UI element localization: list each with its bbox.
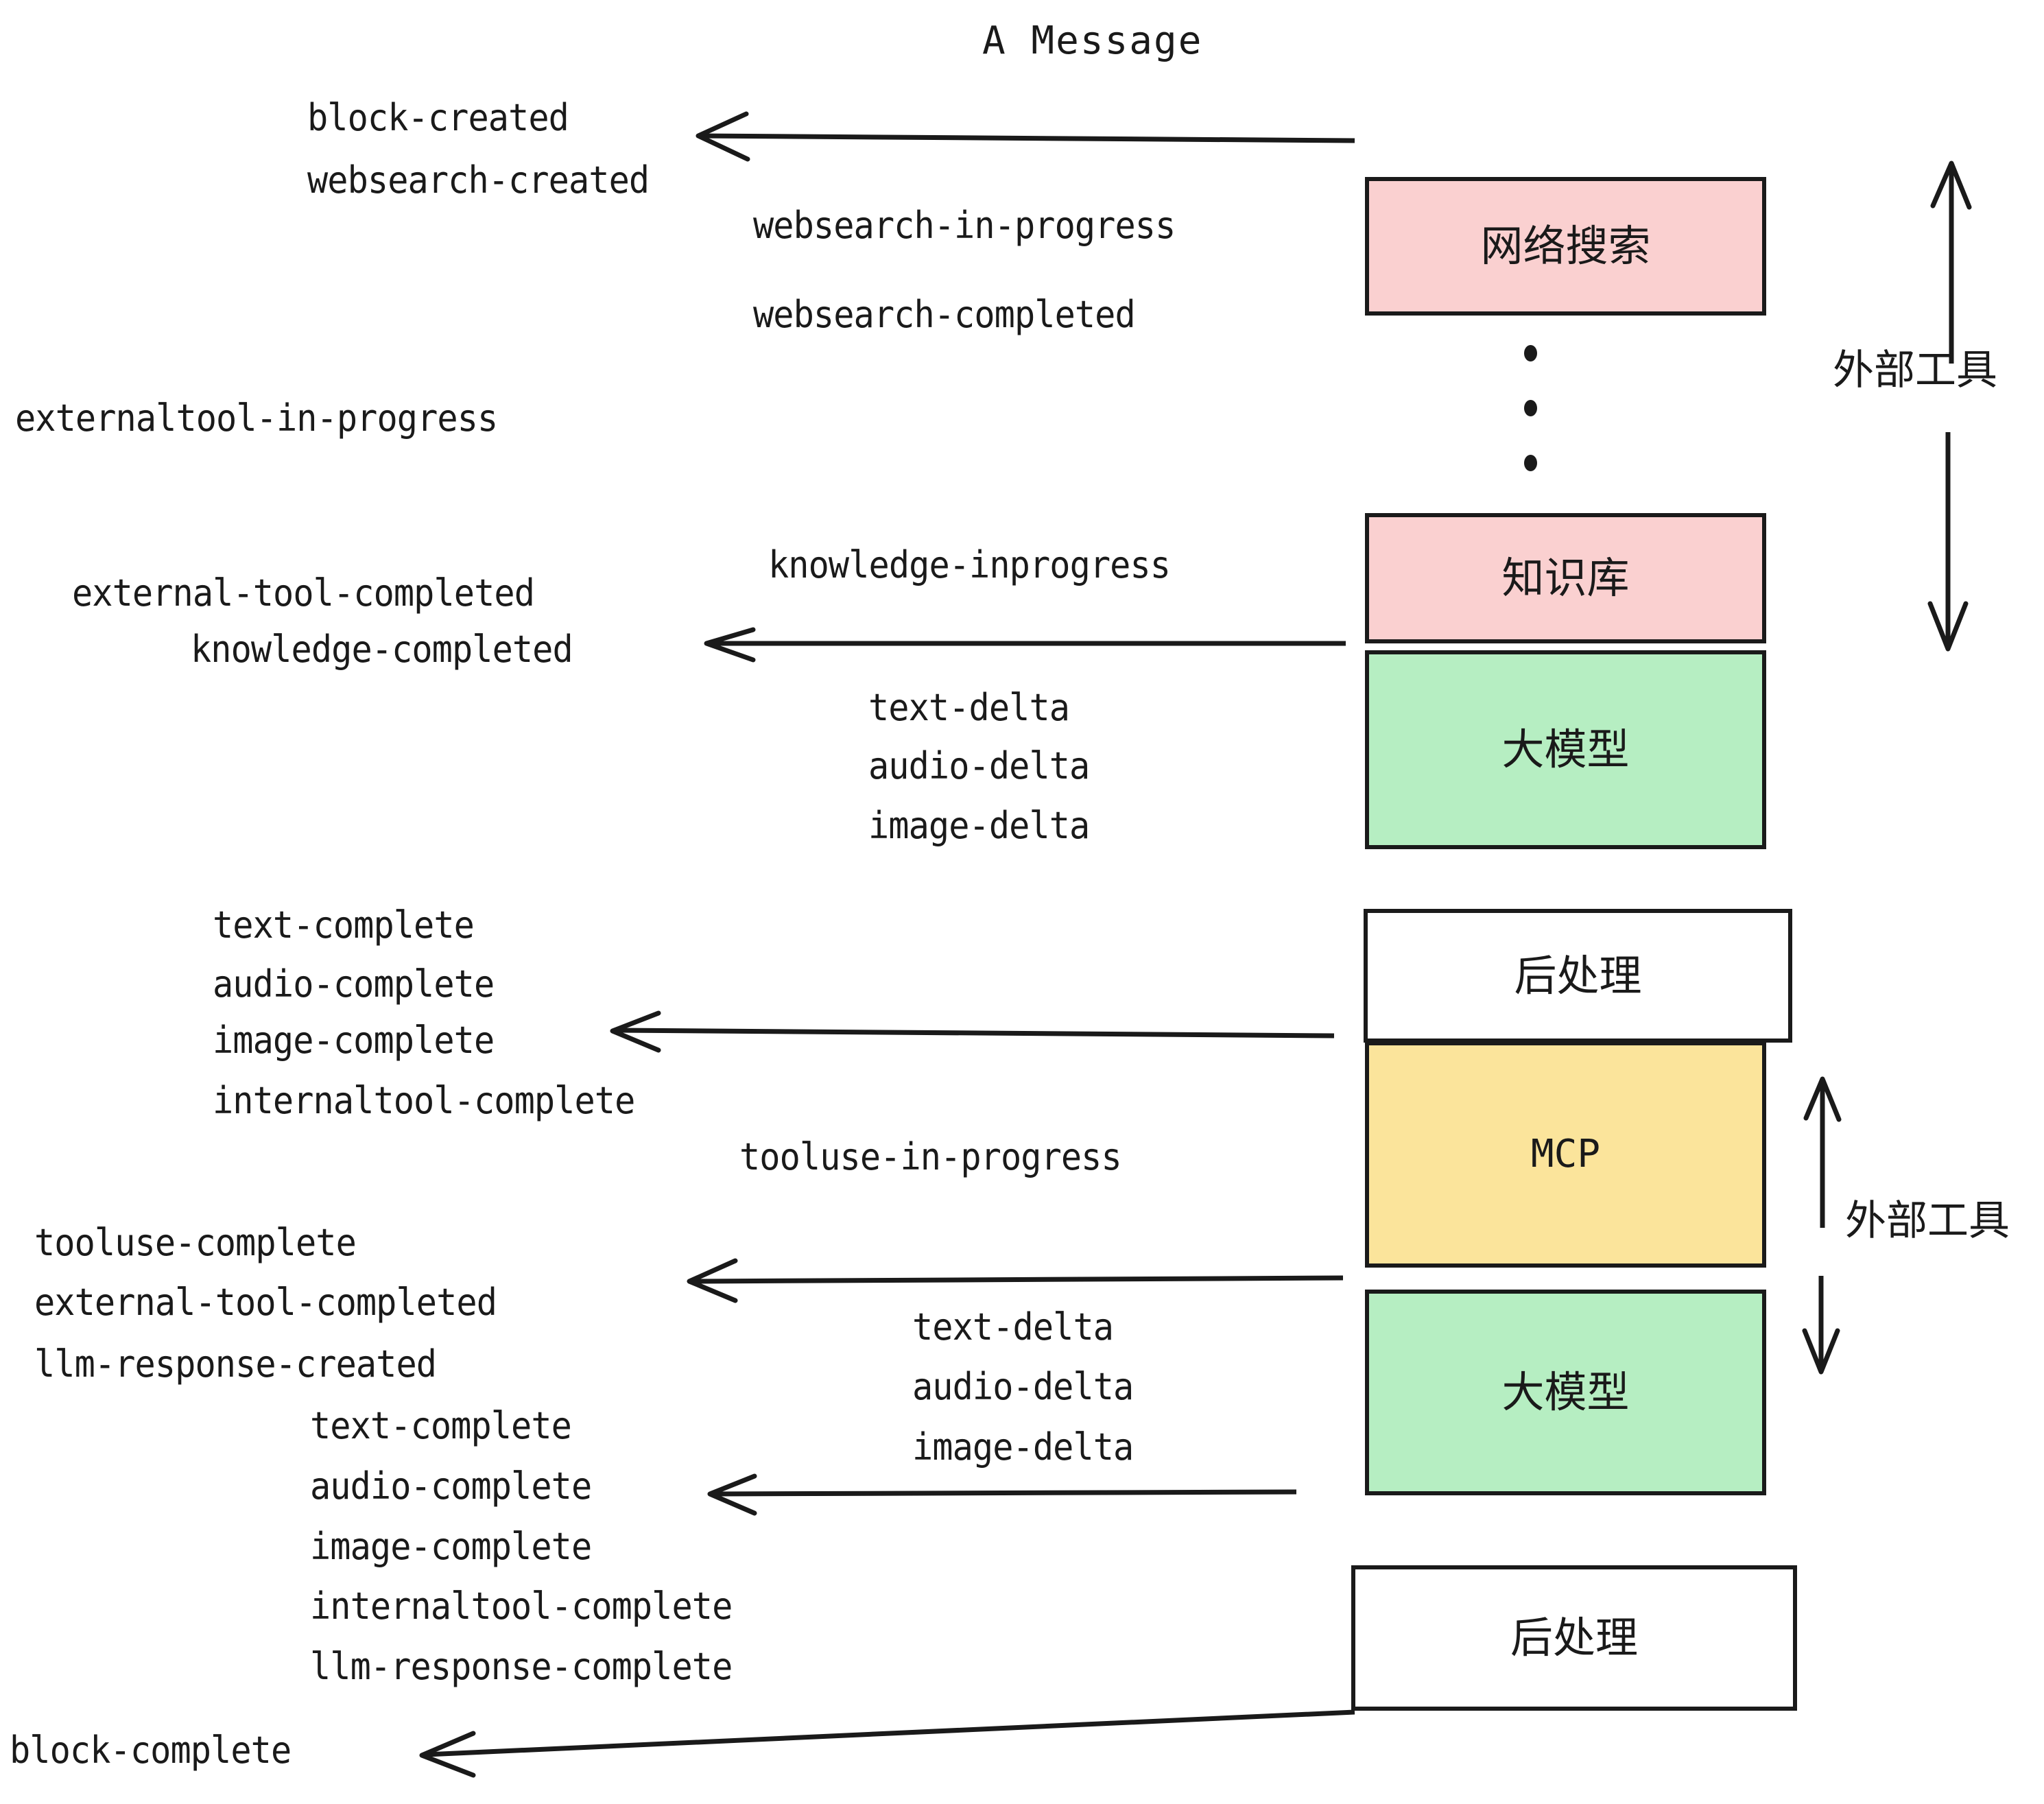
event-knowledge-inprogress: knowledge-inprogress [768, 543, 1171, 586]
box-postprocess-1[interactable]: 后处理 [1364, 909, 1792, 1043]
box-websearch-label: 网络搜索 [1480, 221, 1651, 271]
arrow-tooluse-complete [687, 1258, 1344, 1303]
event-audio-delta-1: audio-delta [868, 744, 1090, 787]
box-postprocess-2[interactable]: 后处理 [1351, 1565, 1797, 1711]
event-image-complete-1: image-complete [213, 1019, 495, 1062]
event-audio-complete-2: audio-complete [310, 1464, 592, 1508]
arrow-block-created [696, 111, 1355, 162]
event-externaltool-in-progress: externaltool-in-progress [15, 396, 498, 440]
arrow-image-complete [610, 1010, 1335, 1053]
event-block-created: block-created [307, 96, 569, 139]
event-internaltool-complete-2: internaltool-complete [310, 1585, 733, 1628]
box-llm-2[interactable]: 大模型 [1365, 1290, 1766, 1495]
event-block-complete: block-complete [10, 1729, 292, 1772]
arrow-audio-complete [707, 1473, 1297, 1516]
box-postprocess-2-label: 后处理 [1510, 1613, 1638, 1663]
ellipsis-dot-2 [1524, 400, 1537, 416]
event-audio-complete-1: audio-complete [213, 962, 495, 1006]
box-postprocess-1-label: 后处理 [1514, 950, 1642, 1001]
box-mcp[interactable]: MCP [1365, 1041, 1766, 1268]
arrow-external-tools-top [1927, 161, 1972, 652]
event-external-tool-completed-1: external-tool-completed [72, 571, 535, 615]
box-websearch[interactable]: 网络搜索 [1365, 177, 1766, 316]
event-text-delta-1: text-delta [868, 686, 1070, 729]
side-label-external-tools-bottom: 外部工具 [1845, 1197, 2010, 1245]
box-knowledge-label: 知识库 [1501, 553, 1630, 603]
box-llm-2-label: 大模型 [1501, 1367, 1630, 1417]
event-tooluse-in-progress: tooluse-in-progress [739, 1135, 1122, 1178]
event-audio-delta-2: audio-delta [912, 1365, 1134, 1408]
arrow-block-complete [419, 1709, 1355, 1778]
ellipsis-dot-3 [1524, 455, 1537, 471]
event-websearch-created: websearch-created [307, 158, 650, 202]
event-text-complete-2: text-complete [310, 1404, 572, 1447]
box-llm-1[interactable]: 大模型 [1365, 650, 1766, 849]
event-external-tool-completed-2: external-tool-completed [34, 1281, 497, 1324]
diagram-title: A Message [982, 19, 1203, 63]
arrow-knowledge-completed [704, 627, 1346, 663]
event-text-complete-1: text-complete [213, 903, 475, 947]
event-websearch-in-progress: websearch-in-progress [753, 204, 1176, 247]
event-tooluse-complete: tooluse-complete [34, 1221, 357, 1264]
side-label-external-tools-top: 外部工具 [1833, 346, 1997, 394]
event-llm-response-complete: llm-response-complete [310, 1645, 733, 1688]
event-knowledge-completed: knowledge-completed [191, 628, 573, 671]
event-text-delta-2: text-delta [912, 1305, 1114, 1349]
box-knowledge[interactable]: 知识库 [1365, 513, 1766, 643]
event-image-delta-1: image-delta [868, 804, 1090, 847]
event-image-complete-2: image-complete [310, 1525, 592, 1568]
box-llm-1-label: 大模型 [1501, 724, 1630, 774]
box-mcp-label: MCP [1530, 1132, 1601, 1176]
event-websearch-completed: websearch-completed [753, 293, 1136, 336]
event-image-delta-2: image-delta [912, 1425, 1134, 1469]
event-llm-response-created: llm-response-created [34, 1342, 437, 1386]
ellipsis-dot-1 [1524, 345, 1537, 361]
event-internaltool-complete-1: internaltool-complete [213, 1079, 635, 1122]
arrow-external-tools-bottom [1802, 1076, 1842, 1375]
